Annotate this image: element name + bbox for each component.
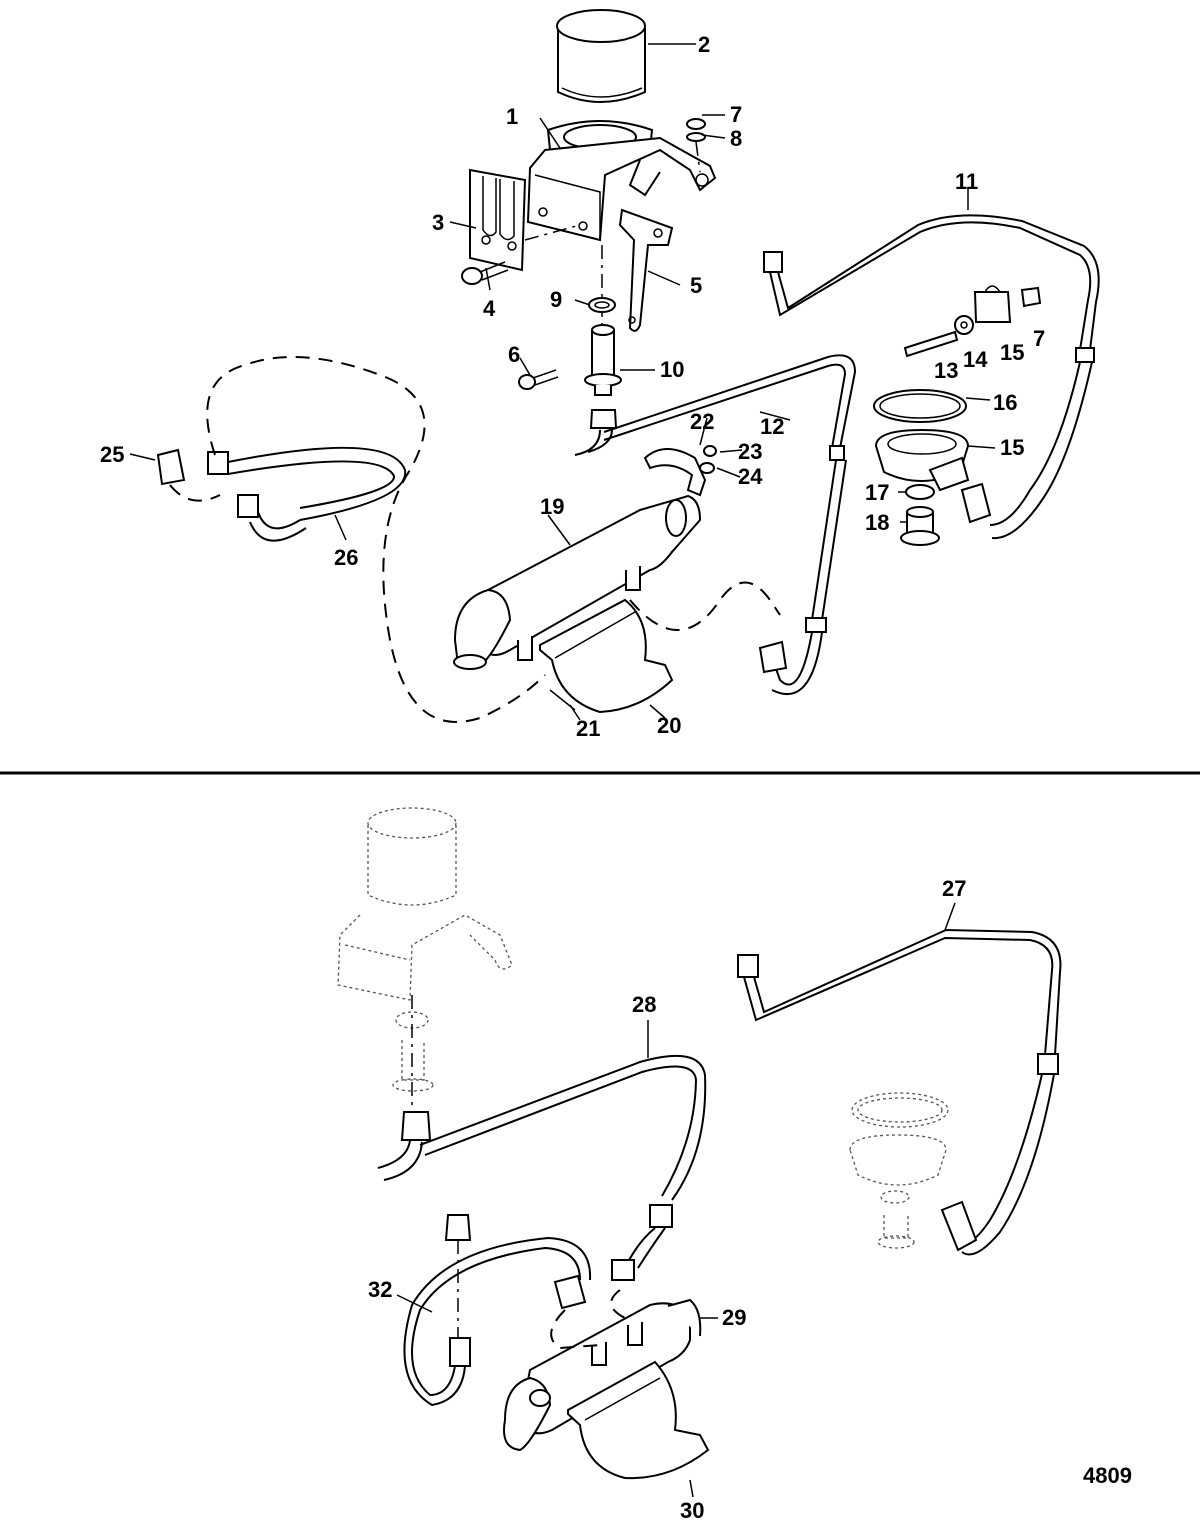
callout-8: 8 bbox=[730, 126, 742, 151]
callout-labels: 2 1 7 8 11 3 5 4 9 13 14 15 7 6 10 16 12… bbox=[100, 32, 1132, 1521]
shim-plate bbox=[469, 168, 527, 272]
adapter-19 bbox=[900, 506, 940, 546]
callout-26: 25 bbox=[100, 442, 124, 467]
callout-32: 32 bbox=[368, 1277, 392, 1302]
callout-31: 30 bbox=[680, 1498, 704, 1521]
callout-11: 11 bbox=[955, 169, 978, 194]
callout-25: 24 bbox=[738, 464, 763, 489]
routing-line bbox=[629, 581, 781, 631]
plug-26 bbox=[156, 448, 186, 486]
adapter-fitting bbox=[584, 324, 622, 396]
callout-7b: 7 bbox=[1033, 326, 1045, 351]
pipe-28 bbox=[737, 928, 1062, 1256]
callout-16: 15 bbox=[1000, 435, 1024, 460]
callout-13: 13 bbox=[934, 358, 958, 383]
screw-6 bbox=[518, 369, 559, 390]
callout-12: 12 bbox=[760, 414, 784, 439]
o-ring-9 bbox=[588, 297, 616, 313]
routing-line bbox=[550, 1309, 601, 1350]
filter-adapter-16 bbox=[874, 428, 992, 524]
callout-3: 3 bbox=[432, 210, 444, 235]
hose-27 bbox=[207, 446, 407, 542]
hose-29 bbox=[377, 1054, 707, 1281]
upper-assembly bbox=[129, 9, 1100, 723]
bracket-21 bbox=[539, 598, 674, 714]
callout-19: 18 bbox=[865, 510, 889, 535]
callout-18: 17 bbox=[865, 480, 889, 505]
pipe-11 bbox=[763, 214, 1100, 540]
o-ring-18 bbox=[905, 484, 935, 500]
callout-30: 29 bbox=[722, 1305, 746, 1330]
ghost-adapter bbox=[849, 1092, 949, 1249]
washer-25 bbox=[699, 462, 715, 474]
hose-12 bbox=[574, 354, 857, 696]
callout-21: 20 bbox=[657, 713, 681, 738]
bracket-31 bbox=[567, 1360, 710, 1480]
hose-32 bbox=[403, 1214, 592, 1407]
callout-1: 1 bbox=[506, 104, 518, 129]
callout-27: 26 bbox=[334, 545, 358, 570]
callout-2: 2 bbox=[698, 32, 710, 57]
stud-hardware bbox=[903, 285, 1042, 358]
figure-number: 4809 bbox=[1083, 1463, 1132, 1488]
callout-5: 5 bbox=[690, 273, 702, 298]
callout-22: 21 bbox=[576, 716, 600, 741]
callout-7: 7 bbox=[730, 102, 742, 127]
oil-cooler-20 bbox=[453, 494, 702, 670]
callout-23: 22 bbox=[690, 409, 714, 434]
lockwasher bbox=[686, 132, 706, 142]
bolt-4 bbox=[461, 261, 509, 285]
nut-24 bbox=[703, 445, 717, 457]
callout-29: 28 bbox=[632, 992, 656, 1017]
callout-10: 10 bbox=[660, 357, 684, 382]
gasket-17 bbox=[873, 389, 967, 423]
callout-9: 9 bbox=[550, 287, 562, 312]
callout-4: 4 bbox=[483, 296, 496, 321]
filter-bracket bbox=[526, 120, 717, 242]
nut bbox=[686, 118, 706, 130]
oil-filter bbox=[556, 9, 646, 103]
routing-line bbox=[206, 356, 546, 723]
oil-cooler-30 bbox=[503, 1298, 702, 1452]
clamp-23 bbox=[643, 448, 707, 497]
callout-20: 19 bbox=[540, 494, 564, 519]
lower-assembly bbox=[337, 807, 1062, 1498]
ghost-filter bbox=[337, 807, 513, 1110]
routing-line bbox=[610, 1289, 626, 1319]
callout-28: 27 bbox=[942, 876, 966, 901]
callout-15: 15 bbox=[1000, 340, 1024, 365]
callout-17: 16 bbox=[993, 390, 1017, 415]
routing-line bbox=[169, 484, 221, 502]
callout-24: 23 bbox=[738, 439, 762, 464]
callout-14: 14 bbox=[963, 347, 988, 372]
brace bbox=[618, 208, 674, 332]
callout-6: 6 bbox=[508, 342, 520, 367]
